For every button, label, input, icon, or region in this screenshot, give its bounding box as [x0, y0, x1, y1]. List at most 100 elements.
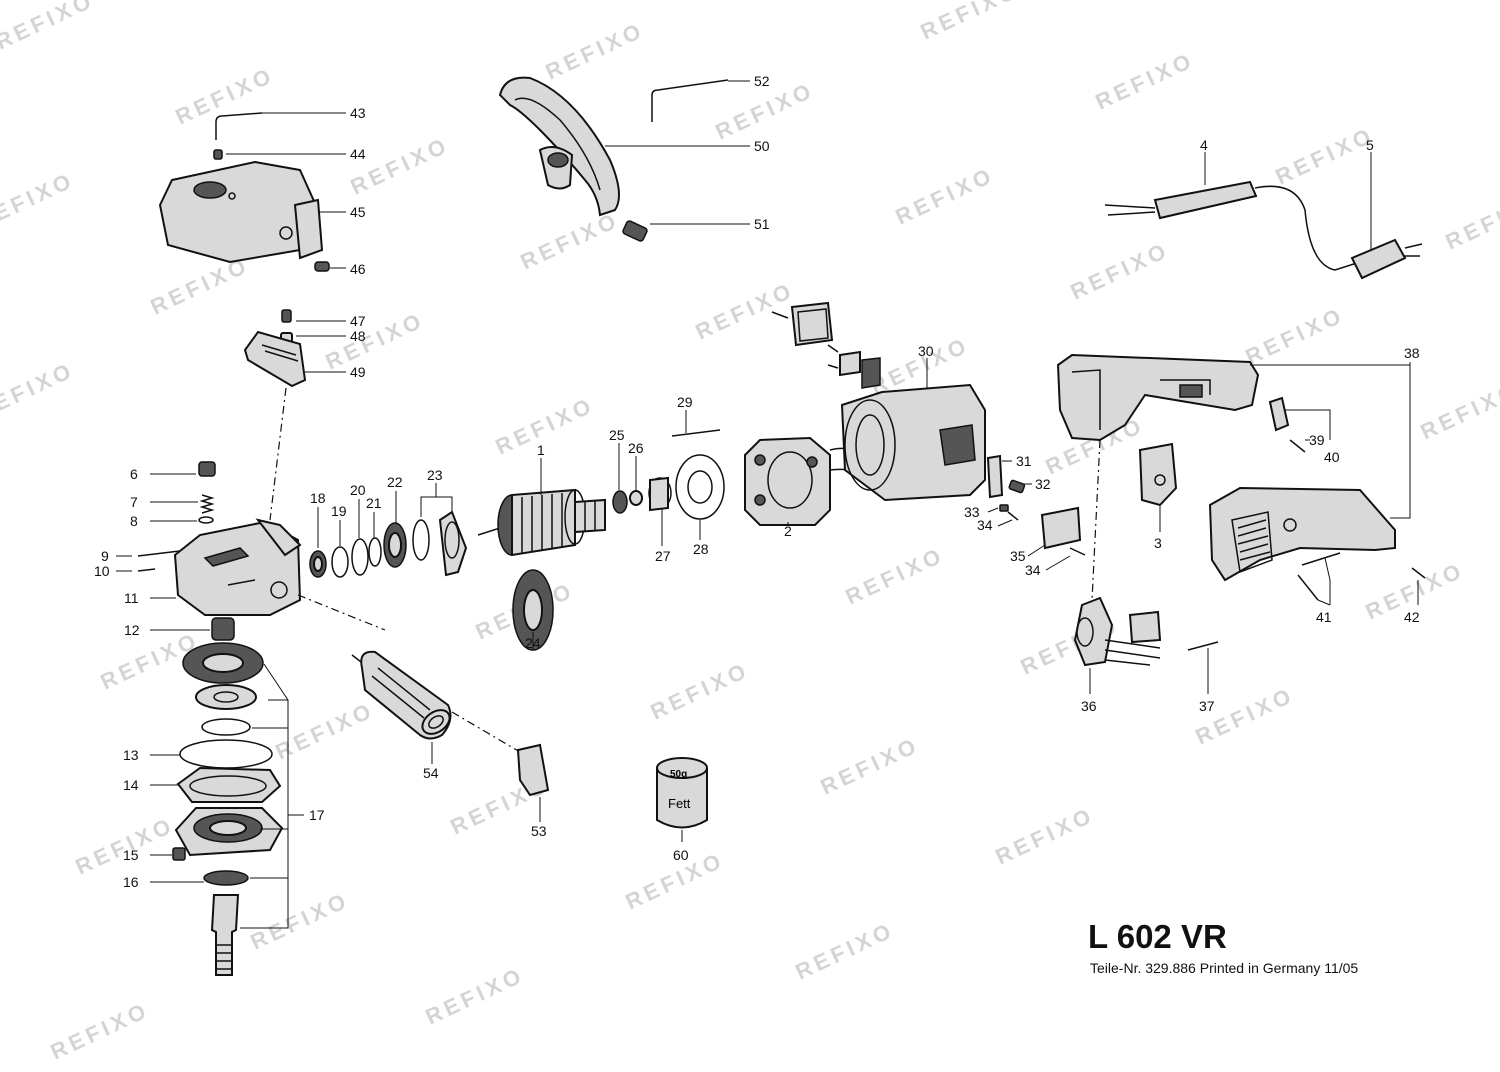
callout-8: 8 — [130, 513, 138, 529]
callout-7: 7 — [130, 494, 138, 510]
side-handle-assembly: 54 53 — [351, 650, 550, 839]
callout-34: 34 — [977, 517, 993, 533]
callout-26: 26 — [628, 440, 644, 456]
part-number-note: Teile-Nr. 329.886 Printed in Germany 11/… — [1090, 960, 1359, 976]
callout-18: 18 — [310, 490, 326, 506]
callout-54: 54 — [423, 765, 439, 781]
callout-11: 11 — [124, 590, 139, 606]
callout-21: 21 — [366, 495, 382, 511]
model-title: L 602 VR — [1088, 918, 1227, 955]
watermark: REFIXO — [542, 17, 649, 84]
callout-17: 17 — [309, 807, 325, 823]
grease-amount: 50g — [670, 769, 687, 780]
callout-36: 36 — [1081, 698, 1097, 714]
spindle-assembly: 13 14 15 16 17 — [123, 642, 325, 976]
gear-cover-assembly: 43 44 45 46 — [158, 105, 366, 277]
callout-6: 6 — [130, 466, 138, 482]
callout-49: 49 — [350, 364, 366, 380]
watermark: REFIXO — [1092, 47, 1199, 114]
watermark: REFIXO — [817, 732, 924, 799]
watermark: REFIXO — [72, 812, 179, 879]
watermark: REFIXO — [892, 162, 999, 229]
motor-assembly: 2 30 31 32 33 34 35 34 — [744, 301, 1086, 578]
watermark: REFIXO — [0, 167, 78, 234]
callout-13: 13 — [123, 747, 139, 763]
watermark: REFIXO — [47, 997, 154, 1064]
callout-60: 60 — [673, 847, 689, 863]
callout-35: 35 — [1010, 548, 1026, 564]
callout-30: 30 — [918, 343, 934, 359]
callout-33: 33 — [964, 504, 980, 520]
callout-32: 32 — [1035, 476, 1051, 492]
callout-50: 50 — [754, 138, 770, 154]
power-cable-assembly: 4 5 — [1104, 137, 1423, 280]
bearing-stack: 18 19 20 21 22 23 — [309, 467, 468, 578]
watermark: REFIXO — [517, 207, 624, 274]
grease-label: Fett — [668, 796, 691, 811]
grease-tin: 50g Fett 60 — [656, 757, 708, 863]
callout-52: 52 — [754, 73, 770, 89]
callout-31: 31 — [1016, 453, 1032, 469]
watermark: REFIXO — [647, 657, 754, 724]
callout-42: 42 — [1404, 609, 1420, 625]
callout-28: 28 — [693, 541, 709, 557]
watermark: REFIXO — [1442, 187, 1500, 254]
watermark: REFIXO — [492, 392, 599, 459]
callout-4: 4 — [1200, 137, 1208, 153]
callout-37: 37 — [1199, 698, 1215, 714]
callout-47: 47 — [350, 313, 366, 329]
callout-38: 38 — [1404, 345, 1420, 361]
handle-assembly: 38 39 40 3 41 42 36 37 — [1056, 345, 1426, 714]
watermark: REFIXO — [172, 62, 279, 129]
callout-43: 43 — [350, 105, 366, 121]
callout-29: 29 — [677, 394, 693, 410]
callout-2: 2 — [784, 523, 792, 539]
callout-3: 3 — [1154, 535, 1162, 551]
watermark: REFIXO — [1067, 237, 1174, 304]
callout-53: 53 — [531, 823, 547, 839]
callout-20: 20 — [350, 482, 366, 498]
watermark: REFIXO — [1417, 377, 1500, 444]
callout-41: 41 — [1316, 609, 1332, 625]
callout-45: 45 — [350, 204, 366, 220]
callout-24: 24 — [525, 635, 541, 651]
callout-22: 22 — [387, 474, 403, 490]
watermark: REFIXO — [842, 542, 949, 609]
armature-assembly: 1 24 25 26 27 28 29 — [477, 394, 725, 651]
watermark: REFIXO — [0, 357, 78, 424]
callout-23: 23 — [427, 467, 443, 483]
watermark: REFIXO — [992, 802, 1099, 869]
callout-39: 39 — [1309, 432, 1325, 448]
callout-27: 27 — [655, 548, 671, 564]
watermark: REFIXO — [247, 887, 354, 954]
bow-handle-assembly: 52 50 51 — [498, 73, 770, 242]
callout-5: 5 — [1366, 137, 1374, 153]
callout-44: 44 — [350, 146, 366, 162]
callout-16: 16 — [123, 874, 139, 890]
watermark: REFIXO — [322, 307, 429, 374]
callout-9: 9 — [101, 548, 109, 564]
callout-1: 1 — [537, 442, 545, 458]
callout-19: 19 — [331, 503, 347, 519]
callout-10: 10 — [94, 563, 110, 579]
watermark: REFIXO — [147, 252, 254, 319]
watermark: REFIXO — [917, 0, 1024, 45]
callout-34: 34 — [1025, 562, 1041, 578]
watermark: REFIXO — [0, 0, 98, 55]
callout-15: 15 — [123, 847, 139, 863]
watermark: REFIXO — [792, 917, 899, 984]
callout-40: 40 — [1324, 449, 1340, 465]
watermark: REFIXO — [422, 962, 529, 1029]
watermark: REFIXO — [347, 132, 454, 199]
callout-51: 51 — [754, 216, 770, 232]
watermark: REFIXO — [692, 277, 799, 344]
watermark: REFIXO — [1272, 122, 1379, 189]
callout-25: 25 — [609, 427, 625, 443]
callout-46: 46 — [350, 261, 366, 277]
callout-12: 12 — [124, 622, 140, 638]
callout-48: 48 — [350, 328, 366, 344]
gear-housing-assembly: 47 48 49 6 7 8 9 10 11 12 — [94, 309, 386, 641]
watermark: REFIXO — [1242, 302, 1349, 369]
